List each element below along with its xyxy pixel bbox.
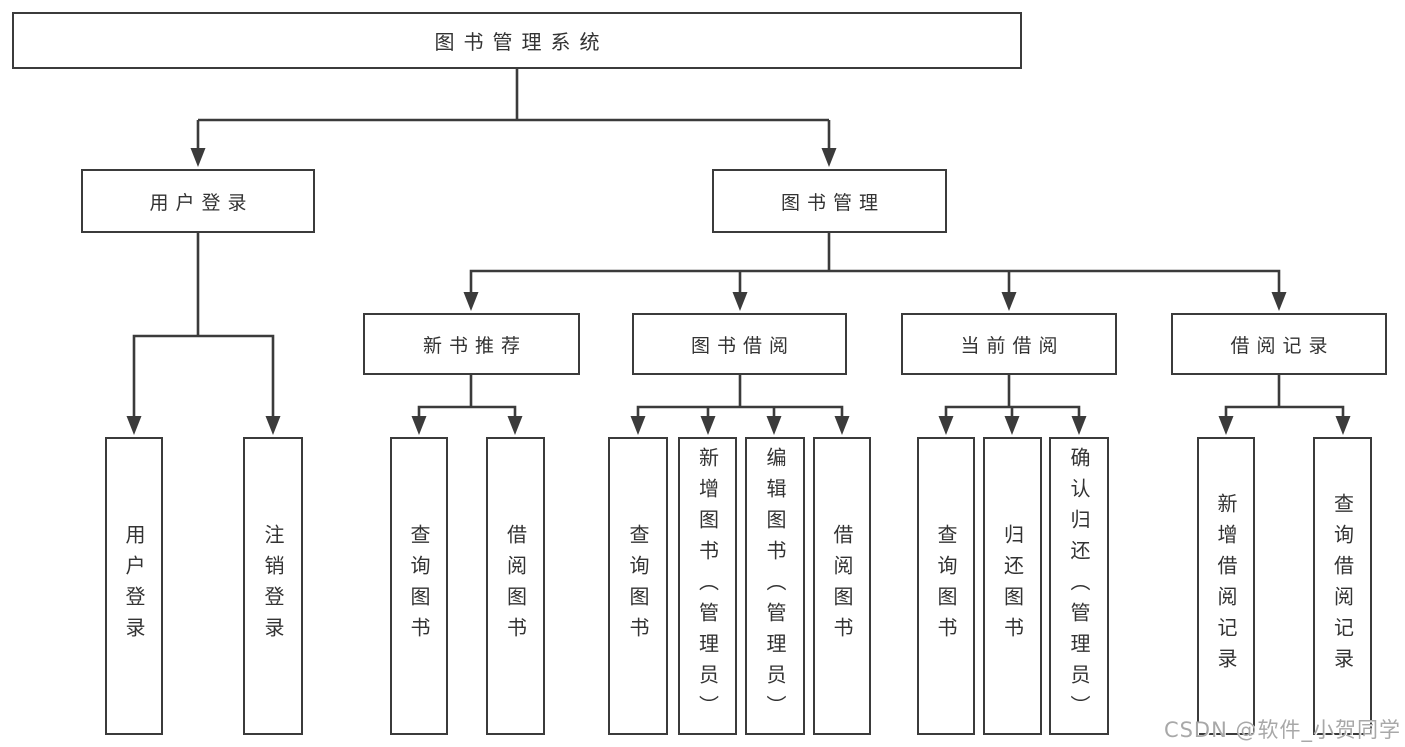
- csdn-watermark: CSDN @软件_小贺同学: [1163, 718, 1401, 742]
- leaf-query-books-recommend: 查询图书: [390, 437, 448, 735]
- leaf-query-books-current: 查询图书: [917, 437, 975, 735]
- connector-book-borrow-children: [630, 375, 850, 435]
- node-new-book-recommend: 新书推荐: [363, 313, 580, 375]
- leaf-return-books: 归还图书: [983, 437, 1042, 735]
- leaf-add-books-admin: 新增图书（管理员）: [678, 437, 737, 735]
- leaf-confirm-return-admin: 确认归还（管理员）: [1049, 437, 1109, 735]
- node-library-management-system: 图书管理系统: [12, 12, 1022, 69]
- connector-current-borrow-children: [938, 375, 1087, 435]
- leaf-add-borrow-record: 新增借阅记录: [1197, 437, 1255, 735]
- connector-user-login-children: [126, 233, 281, 435]
- leaf-borrow-books: 借阅图书: [813, 437, 871, 735]
- node-current-borrowing: 当前借阅: [901, 313, 1117, 375]
- node-book-borrowing: 图书借阅: [632, 313, 847, 375]
- leaf-query-books-borrow: 查询图书: [608, 437, 668, 735]
- leaf-edit-books-admin: 编辑图书（管理员）: [745, 437, 805, 735]
- connector-new-book-children: [411, 375, 523, 435]
- node-book-management: 图书管理: [712, 169, 947, 233]
- leaf-logout: 注销登录: [243, 437, 303, 735]
- leaf-query-borrow-record: 查询借阅记录: [1313, 437, 1372, 735]
- connector-borrow-record-children: [1218, 375, 1351, 435]
- connector-root-to-level2: [190, 69, 837, 167]
- connector-book-mgmt-children: [463, 233, 1287, 311]
- leaf-borrow-books-recommend: 借阅图书: [486, 437, 545, 735]
- leaf-user-login: 用户登录: [105, 437, 163, 735]
- node-user-login: 用户登录: [81, 169, 315, 233]
- node-borrowing-records: 借阅记录: [1171, 313, 1387, 375]
